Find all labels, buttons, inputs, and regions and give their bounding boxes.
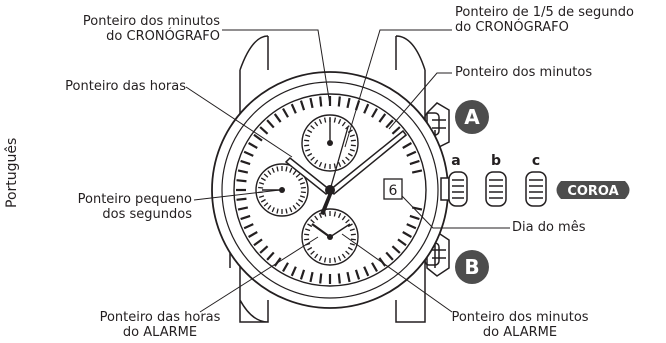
label-alarm-hour-line1: Ponteiro das horas (99, 310, 221, 325)
label-alarm-hour-line2: do ALARME (122, 325, 198, 340)
badge-a (455, 100, 489, 134)
crown-pos-c-label: c (532, 153, 540, 169)
crown-badge-label: COROA (567, 184, 618, 199)
main-hands (284, 126, 408, 215)
label-alarm-minute: Ponteiro dos minutos do ALARME (420, 310, 620, 340)
label-hour-hand: Ponteiro das horas (65, 79, 186, 94)
crown-badge (556, 181, 630, 199)
crown-pos-a-label: a (451, 153, 460, 169)
label-day: Dia do mês (512, 220, 586, 235)
crown-position-a (440, 171, 468, 207)
label-chrono-minute: Ponteiro dos minutos do CRONÓGRAFO (28, 14, 220, 44)
label-small-second: Ponteiro pequeno dos segundos (20, 192, 192, 222)
date-value: 6 (389, 183, 398, 199)
label-chrono-fifth: Ponteiro de 1/5 de segundo do CRONÓGRAFO (455, 5, 634, 35)
crown-position-b (485, 171, 507, 207)
label-chrono-minute-line1: Ponteiro dos minutos (82, 14, 220, 29)
crown-pos-b-label: b (491, 153, 501, 169)
label-alarm-minute-line1: Ponteiro dos minutos (451, 310, 589, 325)
label-chrono-fifth-line1: Ponteiro de 1/5 de segundo (455, 5, 634, 20)
leader-lines (185, 29, 510, 313)
crown-position-c (525, 171, 547, 207)
label-alarm-minute-line2: do ALARME (482, 325, 558, 340)
label-minute-hand: Ponteiro dos minutos (455, 65, 593, 80)
label-small-second-line1: Ponteiro pequeno (77, 192, 192, 207)
badge-b (455, 250, 489, 284)
label-chrono-fifth-line2: do CRONÓGRAFO (455, 20, 569, 35)
date-window (383, 178, 403, 200)
small-second-subdial (255, 163, 309, 217)
label-small-second-line2: dos segundos (102, 207, 192, 222)
label-chrono-minute-line2: do CRONÓGRAFO (106, 29, 220, 44)
label-alarm-hour: Ponteiro das horas do ALARME (60, 310, 260, 340)
language-label: Português (4, 137, 20, 208)
alarm-subdial (301, 208, 359, 266)
chrono-minute-subdial (301, 114, 359, 172)
badge-a-label: A (464, 105, 480, 129)
badge-b-label: B (464, 255, 479, 279)
